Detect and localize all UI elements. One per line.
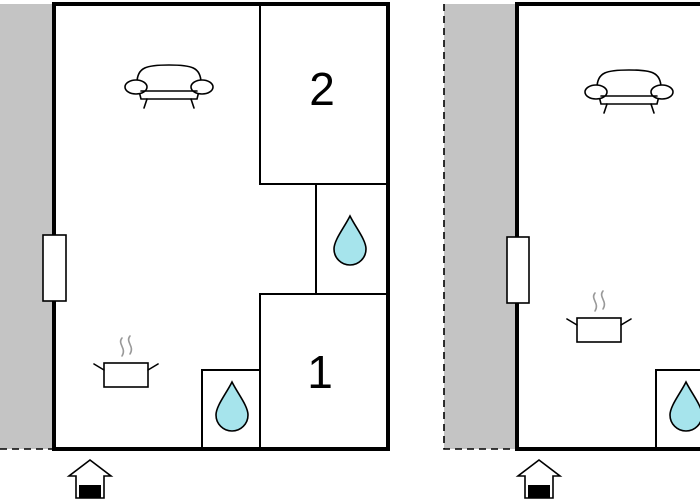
floor-plan-left: 2 1 — [0, 2, 390, 499]
terrace-boundary — [443, 4, 517, 450]
room-number-1: 1 — [307, 346, 333, 398]
outer-wall — [52, 2, 390, 451]
water-drop-icon — [215, 381, 249, 432]
shower-walls — [655, 369, 700, 449]
terrace-area — [444, 4, 517, 449]
entrance-arrow-icon — [68, 459, 112, 499]
water-drop-icon — [333, 215, 367, 266]
shower-walls — [201, 369, 260, 449]
window-icon — [506, 236, 530, 304]
entrance-arrow-icon — [517, 459, 561, 499]
bedroom-2-walls — [259, 4, 388, 185]
sofa-icon — [584, 69, 674, 114]
cooking-pot-icon — [93, 335, 159, 388]
terrace-area — [0, 4, 53, 449]
floor-plan-right — [443, 2, 700, 499]
water-drop-icon — [669, 381, 700, 432]
window-icon — [42, 234, 67, 302]
outer-wall — [515, 2, 700, 451]
room-number-2: 2 — [309, 63, 335, 115]
sofa-icon — [124, 64, 214, 109]
bedroom-1-walls — [259, 293, 388, 449]
cooking-pot-icon — [566, 290, 632, 343]
